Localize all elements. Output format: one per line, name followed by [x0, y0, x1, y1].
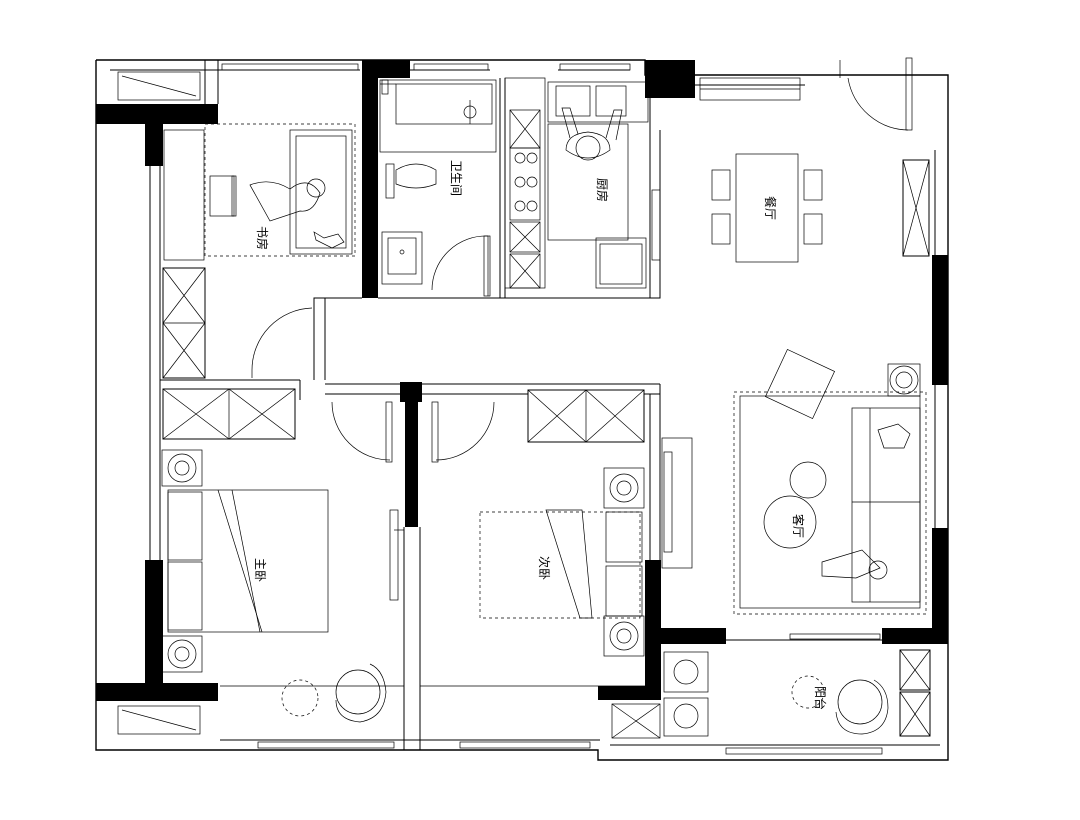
label-living: 客厅	[791, 514, 806, 538]
living-furniture	[661, 348, 927, 615]
label-kitchen: 厨房	[595, 178, 610, 202]
dining-furniture	[711, 153, 823, 263]
room-labels: 书房 卫生间 厨房 餐厅 客厅 主卧 次卧 阳台	[253, 160, 828, 710]
doors	[251, 57, 913, 601]
label-balcony: 阳台	[813, 686, 828, 710]
second-bedroom-furniture	[420, 467, 646, 687]
wardrobes	[162, 129, 931, 737]
label-master-bedroom: 主卧	[253, 558, 267, 582]
windows	[117, 63, 883, 755]
label-dining: 餐厅	[763, 196, 778, 220]
balcony-fixtures	[611, 651, 889, 739]
kitchen-fixtures	[504, 77, 661, 289]
master-bedroom-furniture	[161, 449, 404, 723]
partitions	[159, 60, 940, 750]
study-furniture	[204, 123, 356, 257]
bathroom-fixtures	[379, 79, 497, 285]
label-study: 书房	[255, 226, 270, 250]
label-second-bedroom: 次卧	[537, 556, 551, 580]
label-bathroom: 卫生间	[449, 160, 463, 196]
